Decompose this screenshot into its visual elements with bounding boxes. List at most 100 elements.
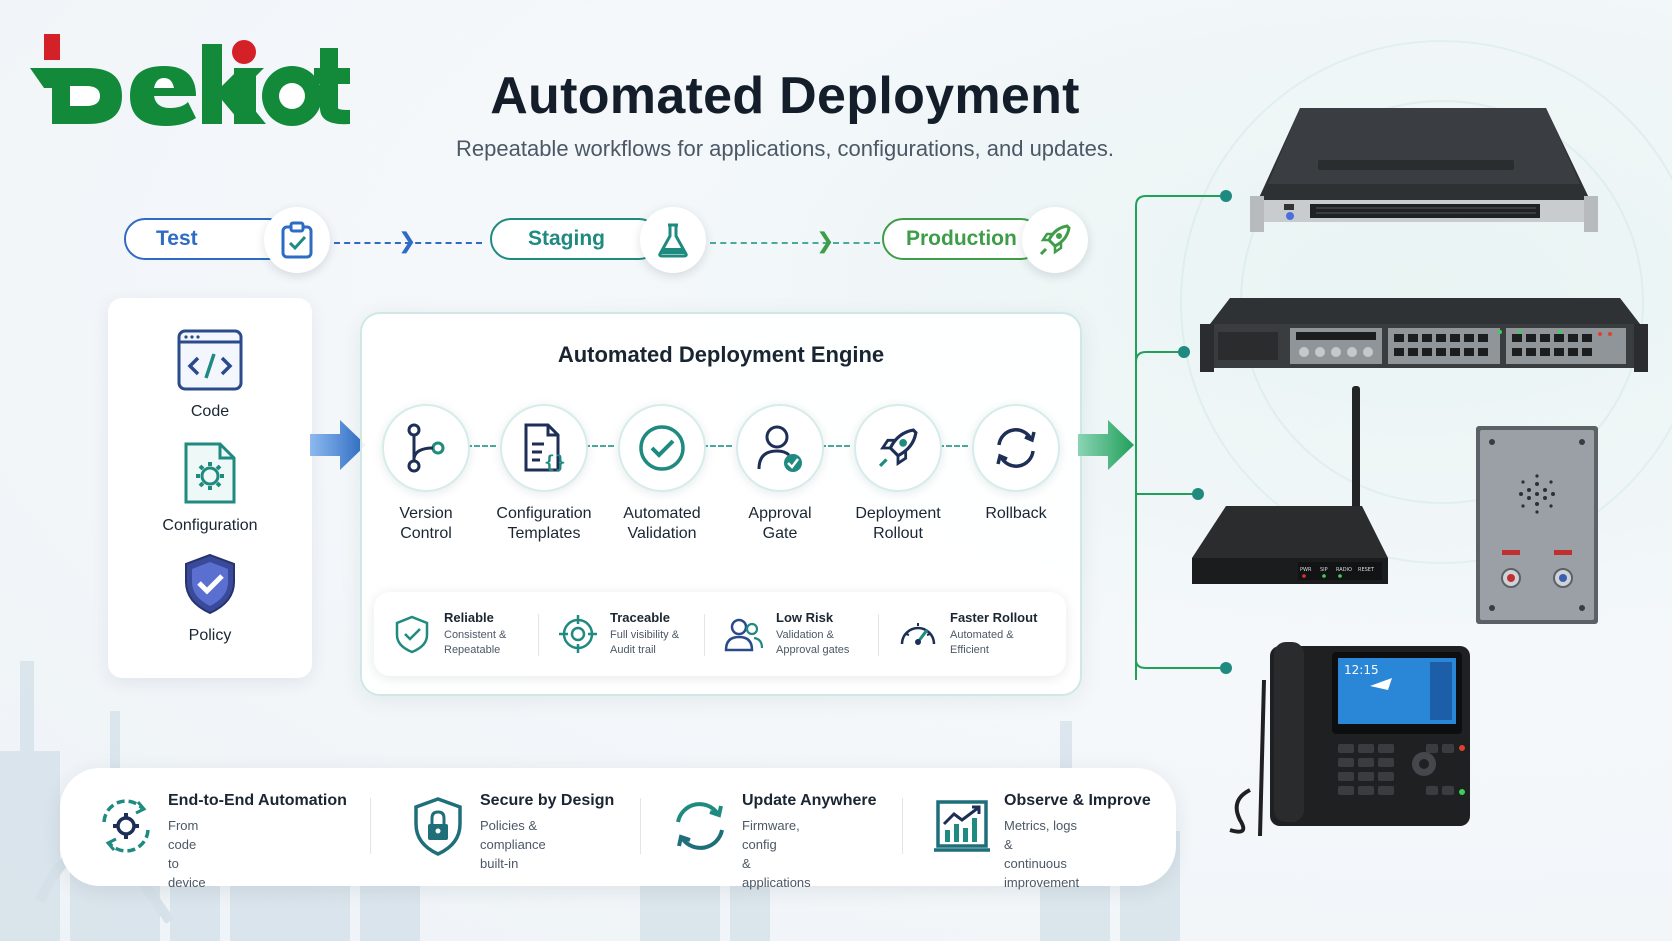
stage-test: Test <box>124 218 290 260</box>
features-band: End-to-End Automation From code to devic… <box>60 768 1176 890</box>
bg-ring <box>1180 40 1672 564</box>
stage-production: Production <box>882 218 1042 260</box>
router-icon: PWR SIP RADIO RESET <box>1192 386 1388 584</box>
step-automated-validation: Automated Validation <box>602 404 722 544</box>
flow-arrow-right-icon <box>1078 420 1134 470</box>
step-version-control: Version Control <box>366 404 486 544</box>
page-title: Automated Deployment <box>490 67 1080 125</box>
benefit-strip: Reliable Consistent & Repeatable Traceab… <box>374 592 1066 676</box>
chart-up-icon <box>934 800 990 852</box>
divider <box>370 798 371 854</box>
benefit-low-risk: Low Risk Validation & Approval gates <box>724 606 894 664</box>
phone-clock: 12:15 <box>1344 663 1379 677</box>
flask-icon <box>640 207 706 273</box>
stage-label: Test <box>156 227 198 250</box>
deployment-engine-card: Automated Deployment Engine Version Cont… <box>360 312 1082 696</box>
step-deployment-rollout: Deployment Rollout <box>838 404 958 544</box>
benefit-traceable: Traceable Full visibility & Audit trail <box>558 606 728 664</box>
benefit-desc: Validation & Approval gates <box>776 629 850 656</box>
step-rollback: Rollback <box>956 404 1076 524</box>
divider <box>902 798 903 854</box>
feature-desc: Firmware, config & applications <box>742 818 811 890</box>
source-configuration: Configuration <box>108 440 312 535</box>
feature-title: Update Anywhere <box>742 792 877 809</box>
rocket-icon <box>1022 207 1088 273</box>
svg-text:{}: {} <box>544 452 566 473</box>
source-code: Code <box>108 328 312 421</box>
feature-title: End-to-End Automation <box>168 792 347 809</box>
rollback-icon <box>996 428 1036 468</box>
target-icon <box>559 615 597 653</box>
led-label: RADIO <box>1336 567 1352 573</box>
stage-connector <box>334 242 482 244</box>
code-icon <box>177 329 243 391</box>
network-rack-icon <box>1200 298 1648 372</box>
stage-label: Production <box>906 227 1017 250</box>
source-label: Configuration <box>162 517 258 534</box>
shield-check-icon <box>185 553 235 615</box>
benefit-faster-rollout: Faster Rollout Automated & Efficient <box>898 606 1068 664</box>
feature-desc: Policies & compliance built-in <box>480 818 546 871</box>
divider <box>878 614 879 656</box>
feature-desc: From code to device <box>168 818 206 890</box>
gear-cycle-icon <box>102 799 150 853</box>
source-policy: Policy <box>108 552 312 645</box>
divider <box>640 798 641 854</box>
intercom-icon <box>1476 426 1598 624</box>
step-label: Automated Validation <box>623 505 701 542</box>
step-label: Configuration Templates <box>496 505 592 542</box>
lock-shield-icon <box>414 797 462 856</box>
device-tree-connector <box>1135 190 1232 680</box>
template-icon: {} <box>524 423 566 473</box>
config-file-icon <box>184 442 236 504</box>
flow-arrow-right-icon <box>310 420 366 470</box>
clipboard-check-icon <box>264 207 330 273</box>
stage-staging: Staging <box>490 218 660 260</box>
benefit-desc: Consistent & Repeatable <box>444 629 507 656</box>
step-approval-gate: Approval Gate <box>720 404 840 544</box>
chevron-right-icon: ❯ <box>816 228 835 253</box>
engine-title: Automated Deployment Engine <box>557 342 885 367</box>
page-subtitle: Repeatable workflows for applications, c… <box>456 136 1114 161</box>
sync-icon <box>676 802 724 850</box>
step-configuration-templates: {} Configuration Templates <box>484 404 604 544</box>
feature-title: Secure by Design <box>480 792 615 809</box>
phone-icon: 12:15 <box>1229 642 1470 837</box>
rocket-icon <box>878 428 918 468</box>
feature-title: Observe & Improve <box>1004 792 1151 809</box>
benefit-title: Faster Rollout <box>950 610 1038 625</box>
shield-check-icon <box>395 615 429 654</box>
led-label: PWR <box>1300 567 1312 573</box>
benefit-title: Low Risk <box>776 610 834 625</box>
gauge-icon <box>900 623 936 645</box>
source-card: Code Configuration Policy <box>108 298 312 678</box>
step-label: Version Control <box>399 505 453 542</box>
step-connector <box>702 445 732 447</box>
benefit-desc: Automated & Efficient <box>950 629 1014 656</box>
source-label: Code <box>190 403 230 420</box>
user-check-icon <box>757 425 802 472</box>
step-label: Approval Gate <box>748 505 812 542</box>
branch-icon <box>407 423 445 473</box>
users-icon <box>724 618 764 652</box>
divider <box>538 614 539 656</box>
check-circle-icon <box>639 425 685 471</box>
stage-label: Staging <box>528 227 605 250</box>
step-label: Deployment Rollout <box>855 505 941 542</box>
chevron-right-icon: ❯ <box>398 228 417 253</box>
divider <box>704 614 705 656</box>
led-label: RESET <box>1358 567 1375 573</box>
step-connector <box>584 445 614 447</box>
benefit-reliable: Reliable Consistent & Repeatable <box>392 606 562 664</box>
benefit-title: Traceable <box>610 610 670 625</box>
benefit-title: Reliable <box>444 610 494 625</box>
stage-connector <box>710 242 880 244</box>
bekiot-logo <box>30 34 350 126</box>
source-label: Policy <box>188 627 232 644</box>
led-label: SIP <box>1320 567 1328 573</box>
step-connector <box>938 445 968 447</box>
feature-desc: Metrics, logs & continuous improvement <box>1004 818 1080 890</box>
step-label: Rollback <box>985 505 1047 522</box>
step-connector <box>820 445 850 447</box>
server-icon <box>1250 108 1598 232</box>
